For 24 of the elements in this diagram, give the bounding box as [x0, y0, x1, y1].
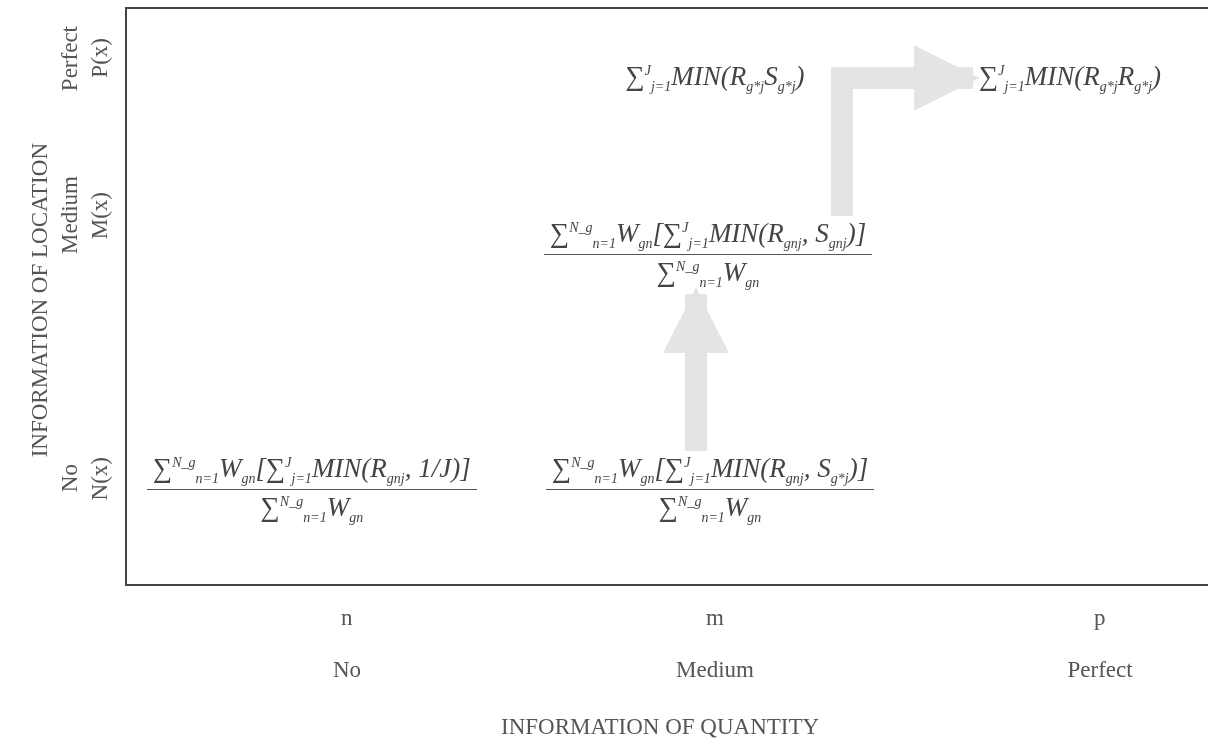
arrow	[831, 45, 980, 216]
formula: ∑$^{J}$$_{j=1}$MIN(R$_{g*j}$R$_{g*j}$)	[978, 60, 1163, 97]
formula-denominator: ∑$^{N_g}$$_{n=1}$W$_{gn}$	[259, 491, 365, 528]
formula-numerator: ∑$^{N_g}$$_{n=1}$W$_{gn}$[∑$^{J}$$_{j=1}$MIN(R$_{gnj}$, 1/J)]	[147, 451, 477, 491]
formula: ∑$^{J}$$_{j=1}$MIN(R$_{g*j}$S$_{g*j}$)	[624, 60, 806, 97]
row-symbol: M(x)	[87, 191, 113, 239]
row-symbol: P(x)	[87, 38, 113, 78]
column-label: No	[333, 657, 362, 683]
column-symbol: m	[706, 605, 724, 631]
formula-numerator: ∑$^{N_g}$$_{n=1}$W$_{gn}$[∑$^{J}$$_{j=1}$MIN(R$_{gnj}$, S$_{g*j}$)]	[546, 451, 875, 491]
column-symbol: n	[341, 605, 353, 631]
row-label: No	[57, 464, 83, 493]
column-label: Medium	[676, 657, 754, 683]
axis-title: INFORMATION OF LOCATION	[27, 143, 53, 458]
row-label: Medium	[57, 176, 83, 254]
formula-denominator: ∑$^{N_g}$$_{n=1}$W$_{gn}$	[655, 256, 761, 293]
column-label: Perfect	[1067, 657, 1133, 683]
row-label: Perfect	[57, 25, 83, 91]
formula-numerator: ∑$^{N_g}$$_{n=1}$W$_{gn}$[∑$^{J}$$_{j=1}$MIN(R$_{gnj}$, S$_{gnj}$)]	[544, 216, 873, 256]
arrow	[663, 287, 729, 451]
row-symbol: N(x)	[87, 456, 113, 500]
axis-title: INFORMATION OF QUANTITY	[501, 714, 820, 740]
formula-denominator: ∑$^{N_g}$$_{n=1}$W$_{gn}$	[657, 491, 763, 528]
column-symbol: p	[1094, 605, 1106, 631]
